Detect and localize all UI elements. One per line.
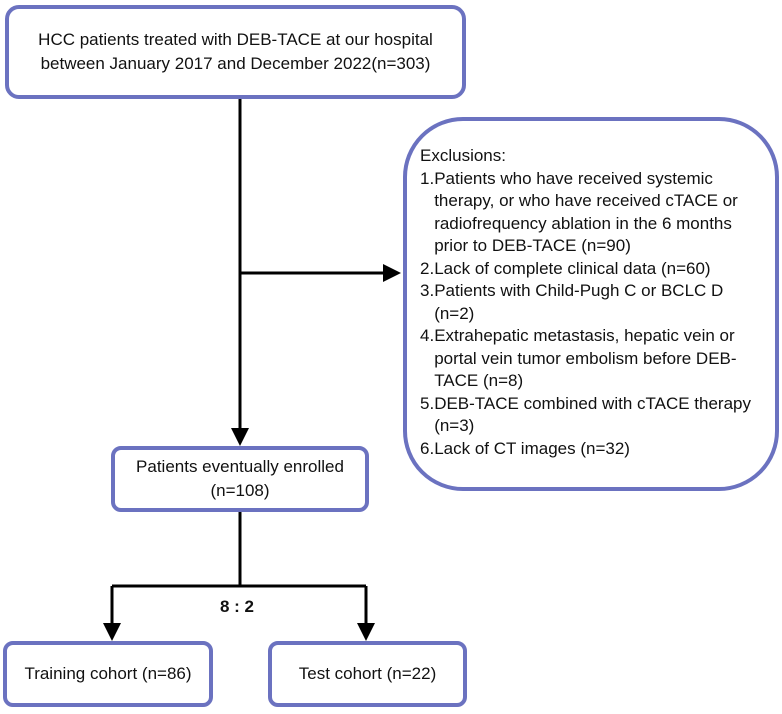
exclusion-item: 3. Patients with Child-Pugh C or BCLC D …: [420, 280, 765, 325]
cohort-source-line-1: HCC patients treated with DEB-TACE at ou…: [38, 30, 433, 49]
exclusion-text: DEB-TACE combined with cTACE therapy (n=…: [434, 393, 751, 436]
exclusions-title: Exclusions:: [420, 146, 506, 165]
exclusion-number: 1.: [420, 168, 435, 188]
enrolled-box: Patients eventually enrolled (n=108): [111, 446, 369, 512]
exclusion-item: 4. Extrahepatic metastasis, hepatic vein…: [420, 325, 765, 393]
cohort-source-box: HCC patients treated with DEB-TACE at ou…: [5, 5, 466, 99]
exclusion-text: Extrahepatic metastasis, hepatic vein or…: [434, 326, 737, 390]
exclusion-item: 6. Lack of CT images (n=32): [420, 438, 765, 461]
exclusion-item: 5. DEB-TACE combined with cTACE therapy …: [420, 393, 765, 438]
exclusion-text: Lack of complete clinical data (n=60): [434, 258, 711, 278]
exclusion-text: Patients with Child-Pugh C or BCLC D (n=…: [434, 281, 724, 323]
enrolled-line-2: (n=108): [210, 481, 270, 500]
exclusion-item: 2. Lack of complete clinical data (n=60): [420, 258, 765, 281]
exclusion-number: 6.: [420, 438, 435, 458]
exclusions-box: Exclusions: 1. Patients who have receive…: [403, 117, 779, 491]
test-cohort-box: Test cohort (n=22): [268, 641, 467, 707]
exclusion-number: 2.: [420, 258, 435, 278]
exclusion-item: 1. Patients who have received systemic t…: [420, 168, 765, 258]
training-cohort-label: Training cohort (n=86): [24, 664, 192, 683]
test-cohort-label: Test cohort (n=22): [298, 664, 437, 683]
enrolled-line-1: Patients eventually enrolled: [136, 457, 344, 476]
split-ratio-label: 8 : 2: [220, 597, 255, 616]
exclusion-text: Patients who have received systemic ther…: [434, 168, 738, 256]
exclusion-number: 4.: [420, 326, 435, 345]
cohort-source-line-2: between January 2017 and December 2022(n…: [40, 54, 431, 73]
training-cohort-box: Training cohort (n=86): [3, 641, 213, 707]
exclusion-text: Lack of CT images (n=32): [434, 438, 630, 458]
exclusion-number: 3.: [420, 281, 435, 300]
exclusion-number: 5.: [420, 393, 435, 413]
